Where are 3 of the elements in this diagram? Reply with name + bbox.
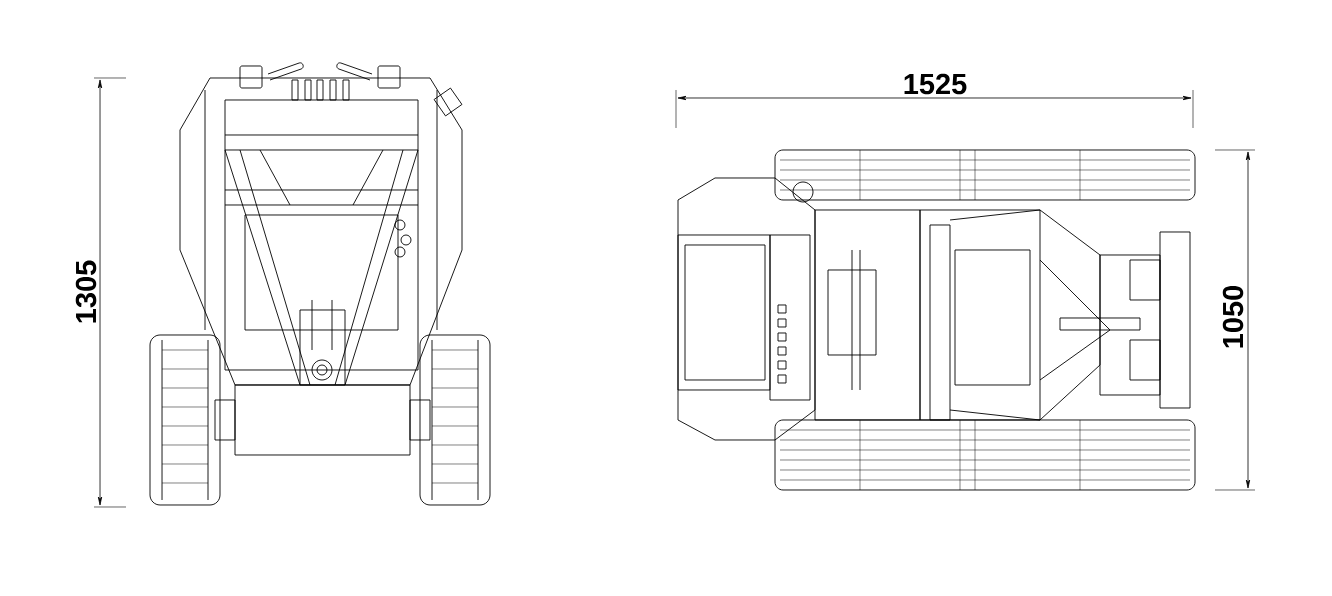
dimension-label: 1050 — [1222, 285, 1244, 348]
dimension-label: 1305 — [75, 260, 97, 323]
dimension-label: 1525 — [904, 73, 967, 95]
